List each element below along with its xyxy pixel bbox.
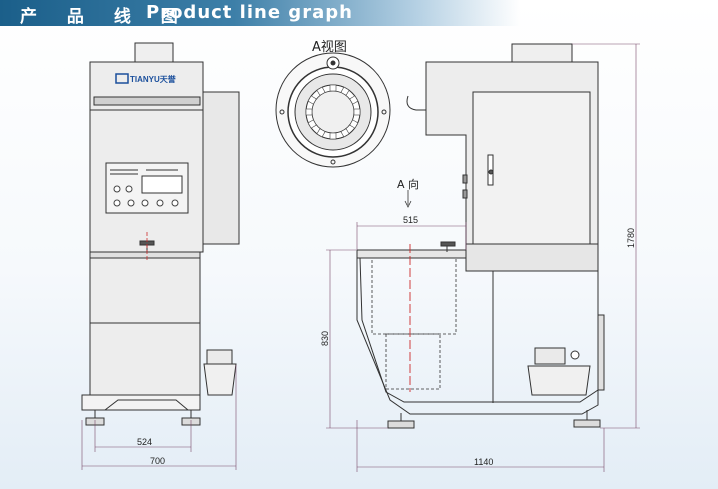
view-a-teeth xyxy=(305,84,361,140)
die-tooth xyxy=(316,86,326,96)
die-tooth xyxy=(329,84,337,92)
die-tooth xyxy=(329,132,337,140)
dim-side-1780: 1780 xyxy=(626,228,636,248)
logo-text: TIANYU天誉 xyxy=(130,74,177,84)
front-dimension-lines xyxy=(81,365,237,470)
die-tooth xyxy=(349,95,359,105)
dim-side-515: 515 xyxy=(403,215,418,225)
die-tooth xyxy=(305,108,313,116)
brand-logo: TIANYU天誉 xyxy=(115,73,177,84)
front-view xyxy=(81,42,240,426)
side-view-die-dashed xyxy=(371,257,457,390)
dim-front-700: 700 xyxy=(150,456,165,466)
die-tooth xyxy=(316,128,326,138)
arrow-a-label: A 向 xyxy=(397,178,420,191)
dim-side-830: 830 xyxy=(320,331,330,346)
die-tooth xyxy=(349,119,359,129)
header-title-en: Product line graph xyxy=(146,2,353,23)
dim-front-524: 524 xyxy=(137,437,152,447)
view-a-label: A视图 xyxy=(312,40,347,55)
die-tooth xyxy=(353,108,361,116)
view-a-drawing xyxy=(275,52,391,168)
header-title-cn: 产 品 线 图 xyxy=(20,7,190,27)
die-tooth xyxy=(307,95,317,105)
die-tooth xyxy=(340,128,350,138)
dim-side-1140: 1140 xyxy=(474,457,493,467)
die-tooth xyxy=(307,119,317,129)
die-tooth xyxy=(340,86,350,96)
side-view xyxy=(356,43,605,429)
side-dimension-lines xyxy=(326,43,640,472)
header-bar: 产 品 线 图 Product line graph xyxy=(0,0,520,27)
arrow-a-head xyxy=(404,200,412,208)
